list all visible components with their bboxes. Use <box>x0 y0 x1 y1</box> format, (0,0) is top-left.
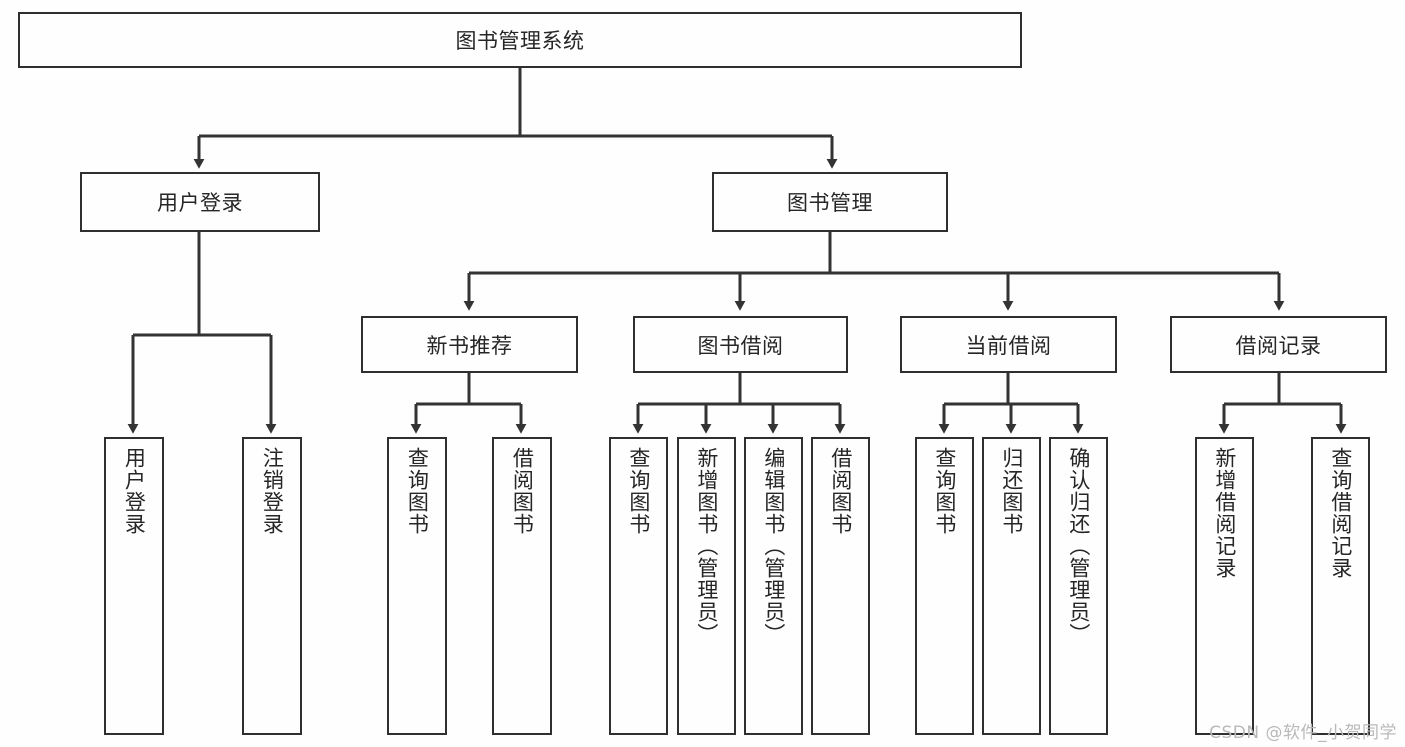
node-leaf-return-book-label: 归还图书 <box>999 447 1024 535</box>
node-borrow-record[interactable]: 借阅记录 <box>1170 316 1387 373</box>
node-leaf-logout-label: 注销登录 <box>260 447 285 535</box>
node-book-manage[interactable]: 图书管理 <box>712 172 948 232</box>
node-leaf-query-book-1[interactable]: 查询图书 <box>387 437 447 735</box>
node-leaf-add-book[interactable]: 新增图书（管理员） <box>677 437 736 735</box>
node-book-manage-label: 图书管理 <box>787 191 873 215</box>
node-book-borrow-label: 图书借阅 <box>697 333 784 358</box>
node-leaf-confirm-return-label: 确认归还（管理员） <box>1066 447 1091 645</box>
node-leaf-edit-book[interactable]: 编辑图书（管理员） <box>744 437 803 735</box>
watermark: CSDN @软件_小贺同学 <box>1209 723 1397 743</box>
node-book-borrow[interactable]: 图书借阅 <box>633 316 848 373</box>
node-leaf-return-book[interactable]: 归还图书 <box>982 437 1041 735</box>
node-current-borrow[interactable]: 当前借阅 <box>900 316 1117 373</box>
node-leaf-edit-book-label: 编辑图书（管理员） <box>761 447 786 645</box>
node-leaf-user-login[interactable]: 用户登录 <box>104 437 164 735</box>
node-root-label: 图书管理系统 <box>455 29 585 53</box>
node-leaf-query-book-3[interactable]: 查询图书 <box>915 437 974 735</box>
node-leaf-borrow-book-2[interactable]: 借阅图书 <box>811 437 870 735</box>
node-leaf-query-book-3-label: 查询图书 <box>932 447 957 535</box>
node-leaf-query-record[interactable]: 查询借阅记录 <box>1311 437 1370 735</box>
node-leaf-user-login-label: 用户登录 <box>122 447 147 535</box>
node-leaf-confirm-return[interactable]: 确认归还（管理员） <box>1049 437 1108 735</box>
node-root[interactable]: 图书管理系统 <box>18 12 1022 68</box>
node-new-book-recommend[interactable]: 新书推荐 <box>361 316 578 373</box>
node-leaf-borrow-book-1[interactable]: 借阅图书 <box>492 437 552 735</box>
node-leaf-borrow-book-2-label: 借阅图书 <box>828 447 853 535</box>
node-leaf-query-book-2[interactable]: 查询图书 <box>609 437 668 735</box>
node-leaf-logout[interactable]: 注销登录 <box>242 437 302 735</box>
node-user-login-label: 用户登录 <box>157 191 243 215</box>
node-leaf-add-record[interactable]: 新增借阅记录 <box>1195 437 1254 735</box>
node-user-login[interactable]: 用户登录 <box>80 172 320 232</box>
node-current-borrow-label: 当前借阅 <box>965 333 1052 358</box>
node-leaf-borrow-book-1-label: 借阅图书 <box>510 447 535 535</box>
node-leaf-query-book-2-label: 查询图书 <box>626 447 651 535</box>
node-new-book-recommend-label: 新书推荐 <box>426 333 513 358</box>
node-leaf-query-record-label: 查询借阅记录 <box>1328 447 1353 579</box>
node-leaf-add-book-label: 新增图书（管理员） <box>694 447 719 645</box>
node-borrow-record-label: 借阅记录 <box>1235 333 1322 358</box>
node-leaf-query-book-1-label: 查询图书 <box>405 447 430 535</box>
node-leaf-add-record-label: 新增借阅记录 <box>1212 447 1237 579</box>
